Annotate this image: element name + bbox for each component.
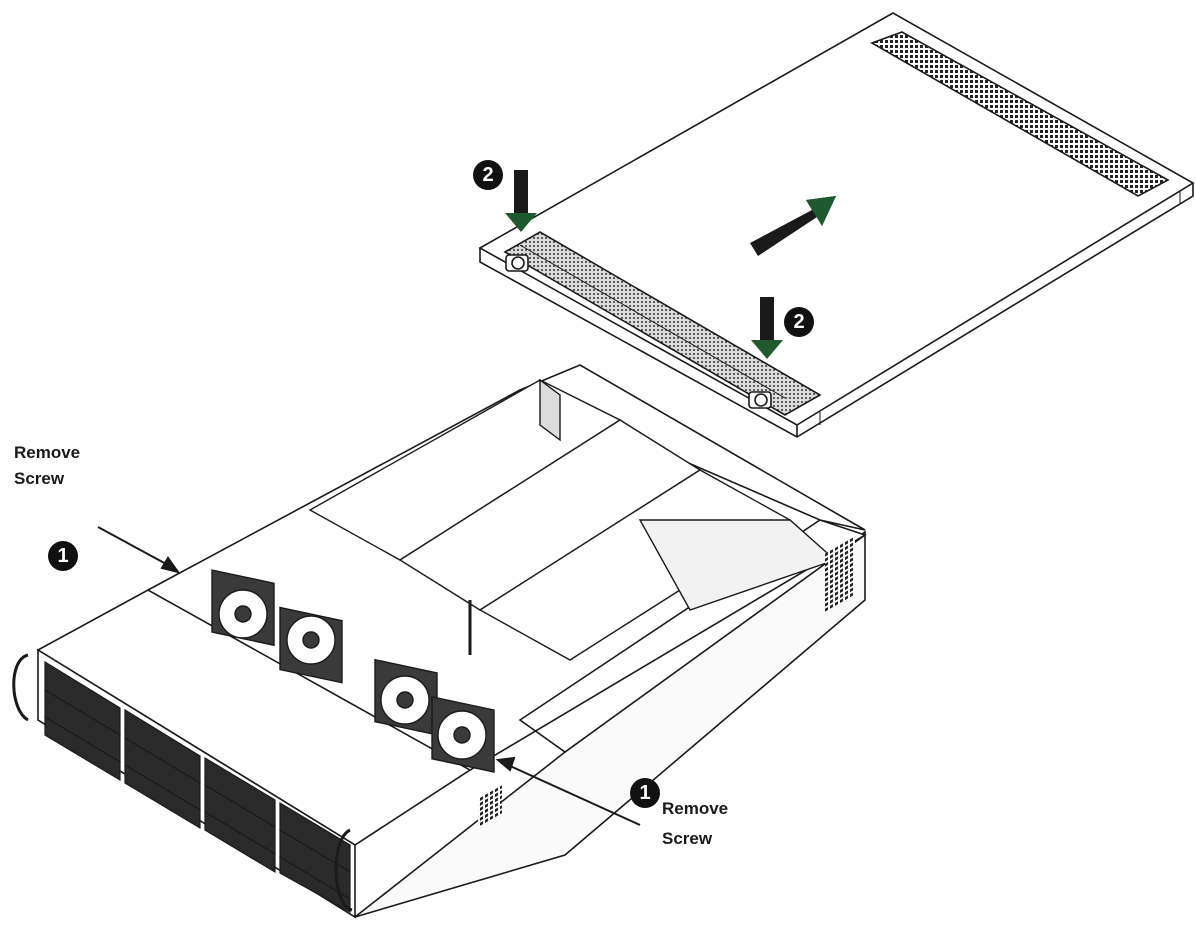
push-down-arrow-left xyxy=(505,170,537,232)
drive-bays xyxy=(44,660,351,914)
rear-vent-mesh xyxy=(870,31,1170,197)
remove-screw-label-right: Remove Screw xyxy=(662,796,728,852)
step-badge-1-left: 1 xyxy=(48,541,78,571)
step-badge-1-right: 1 xyxy=(630,778,660,808)
slide-direction-arrow xyxy=(750,196,836,256)
label-left-line2: Screw xyxy=(14,469,65,488)
cooling-fans xyxy=(211,569,495,773)
label-right-line2: Screw xyxy=(662,829,713,848)
step-badge-2-top: 2 xyxy=(473,160,503,190)
front-vent-mesh xyxy=(503,231,822,416)
label-left-line1: Remove xyxy=(14,443,81,462)
step-badge-2-bottom: 2 xyxy=(784,307,814,337)
internal-risers xyxy=(308,378,837,661)
remove-screw-label-left: Remove Screw xyxy=(14,440,80,492)
push-down-arrow-right xyxy=(751,297,783,359)
label-right-line1: Remove xyxy=(662,799,729,818)
top-cover xyxy=(478,12,1195,438)
pointer-arrows xyxy=(97,526,641,826)
side-vents xyxy=(478,536,855,830)
rack-handles xyxy=(12,653,353,912)
